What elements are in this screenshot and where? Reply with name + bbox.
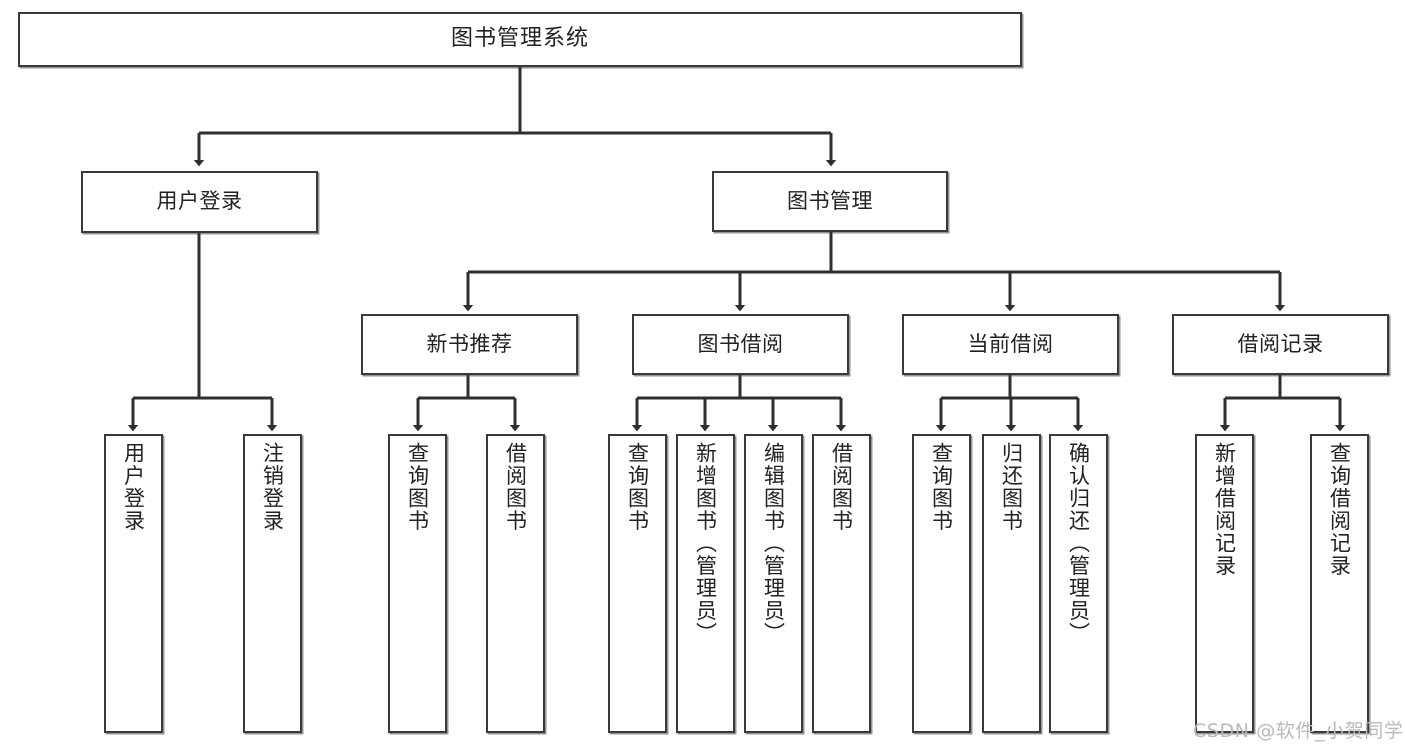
node-label: 查询图书 (625, 442, 650, 532)
node-label: 图书管理 (787, 188, 873, 213)
node-label: 编辑图书（管理员） (761, 442, 786, 645)
node-root-book-management-system[interactable]: 图书管理系统 (18, 12, 1022, 67)
node-borrowing-record[interactable]: 借阅记录 (1172, 314, 1389, 375)
node-current-borrowing[interactable]: 当前借阅 (902, 314, 1119, 375)
node-label: 查询借阅记录 (1327, 442, 1352, 577)
node-label: 查询图书 (929, 442, 954, 532)
node-label: 当前借阅 (967, 331, 1054, 356)
leaf-book-borrow-edit-book-admin[interactable]: 编辑图书（管理员） (744, 434, 803, 733)
leaf-new-book-query-books[interactable]: 查询图书 (388, 434, 447, 733)
node-label: 用户登录 (121, 442, 146, 532)
leaf-borrow-record-query-record[interactable]: 查询借阅记录 (1310, 434, 1369, 733)
leaf-user-login-login[interactable]: 用户登录 (104, 434, 163, 733)
csdn-watermark: CSDN @软件_小贺同学 (1193, 720, 1404, 742)
leaf-book-borrow-add-book-admin[interactable]: 新增图书（管理员） (676, 434, 735, 733)
node-new-book-recommendation[interactable]: 新书推荐 (361, 314, 578, 375)
leaf-borrow-record-add-record[interactable]: 新增借阅记录 (1195, 434, 1254, 733)
node-label: 图书管理系统 (450, 26, 589, 52)
node-label: 用户登录 (156, 189, 243, 214)
node-book-borrowing[interactable]: 图书借阅 (632, 314, 849, 375)
node-label: 新增借阅记录 (1212, 442, 1237, 577)
node-label: 查询图书 (405, 442, 430, 532)
leaf-current-borrow-return-books[interactable]: 归还图书 (982, 434, 1041, 733)
leaf-current-borrow-confirm-return-admin[interactable]: 确认归还（管理员） (1049, 434, 1108, 733)
node-label: 借阅记录 (1237, 331, 1324, 356)
leaf-current-borrow-query-books[interactable]: 查询图书 (912, 434, 971, 733)
node-label: 新增图书（管理员） (693, 442, 718, 645)
node-label: 注销登录 (260, 442, 285, 532)
leaf-new-book-borrow-books[interactable]: 借阅图书 (486, 434, 545, 733)
node-label: 新书推荐 (426, 331, 513, 356)
node-book-management[interactable]: 图书管理 (712, 171, 948, 232)
node-user-login[interactable]: 用户登录 (81, 171, 318, 233)
node-label: 借阅图书 (503, 442, 528, 532)
node-label: 归还图书 (999, 442, 1024, 532)
node-label: 借阅图书 (829, 442, 854, 532)
leaf-book-borrow-query-books[interactable]: 查询图书 (608, 434, 667, 733)
leaf-book-borrow-borrow-books[interactable]: 借阅图书 (812, 434, 871, 733)
node-label: 确认归还（管理员） (1066, 442, 1091, 645)
node-label: 图书借阅 (697, 331, 784, 356)
leaf-user-login-logout[interactable]: 注销登录 (243, 434, 302, 733)
